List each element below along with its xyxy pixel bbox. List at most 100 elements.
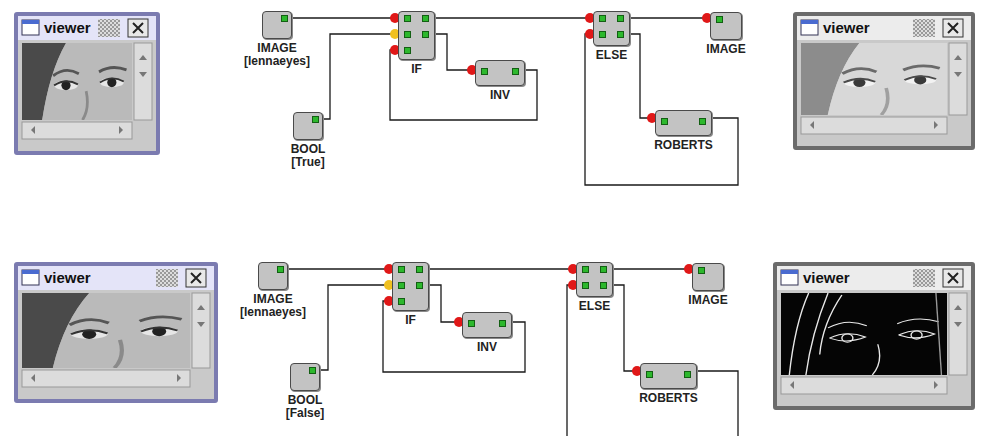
port-square bbox=[312, 116, 319, 123]
module-box: ROBERTS bbox=[640, 363, 697, 389]
port-square bbox=[512, 68, 519, 75]
module-label: IF bbox=[405, 314, 416, 327]
wire-connector bbox=[613, 285, 640, 371]
rect-part bbox=[186, 269, 206, 287]
rect-part bbox=[134, 43, 152, 120]
port-square bbox=[661, 118, 668, 125]
module-box: ELSE bbox=[593, 11, 630, 46]
rect-part bbox=[913, 269, 935, 287]
path-part bbox=[191, 273, 201, 283]
rect-part bbox=[777, 266, 971, 290]
port-square bbox=[599, 31, 606, 38]
module-box: IF bbox=[392, 262, 429, 311]
rect-part bbox=[949, 293, 967, 375]
rect-part bbox=[781, 270, 798, 285]
path-part bbox=[177, 374, 181, 382]
module-box: ROBERTS bbox=[655, 110, 712, 136]
port-square bbox=[404, 31, 411, 38]
use-part bbox=[22, 43, 132, 120]
rect-part bbox=[22, 20, 39, 24]
wire-connector bbox=[292, 17, 398, 18]
path-part bbox=[197, 322, 205, 327]
port-square bbox=[617, 15, 624, 22]
wire-connector bbox=[613, 268, 692, 269]
viewer-window-art bbox=[18, 266, 214, 399]
module-label: IMAGE [lennaeyes] bbox=[231, 293, 315, 319]
path-part bbox=[790, 381, 794, 389]
port-square bbox=[499, 320, 506, 327]
port-square bbox=[617, 31, 624, 38]
module-box: IF bbox=[398, 11, 435, 60]
wire-connector bbox=[585, 34, 738, 185]
port-square bbox=[684, 371, 691, 378]
module-box: INV bbox=[475, 60, 525, 86]
path-part bbox=[934, 381, 938, 389]
viewer-window-art bbox=[777, 266, 971, 406]
rect-part bbox=[781, 270, 798, 274]
path-part bbox=[31, 374, 35, 382]
wire-connector bbox=[630, 34, 655, 118]
wire-connector bbox=[435, 34, 475, 70]
path-part bbox=[119, 126, 123, 134]
wire-connector bbox=[323, 34, 398, 119]
module-label: ELSE bbox=[596, 49, 627, 62]
path-part bbox=[954, 305, 962, 310]
port-square bbox=[600, 266, 607, 273]
port-square bbox=[398, 266, 405, 273]
rect-part bbox=[777, 290, 971, 406]
module-label: INV bbox=[477, 341, 497, 354]
rect-part bbox=[801, 117, 947, 134]
rect-part bbox=[18, 40, 156, 151]
rect-part bbox=[949, 43, 967, 115]
module-label: IMAGE bbox=[706, 43, 745, 56]
module-label: ROBERTS bbox=[654, 139, 713, 152]
port-square bbox=[309, 367, 316, 374]
window-title: viewer bbox=[823, 16, 870, 40]
rect-part bbox=[192, 293, 210, 368]
viewer-window-art bbox=[18, 16, 156, 151]
module-box: BOOL [True] bbox=[293, 112, 323, 140]
wire-connector bbox=[390, 50, 537, 120]
rect-part bbox=[913, 19, 935, 37]
rect-part bbox=[22, 270, 39, 285]
rect-part bbox=[18, 290, 214, 399]
port-square bbox=[416, 282, 423, 289]
rect-part bbox=[98, 19, 120, 37]
path-part bbox=[31, 126, 35, 134]
use-part bbox=[22, 293, 190, 368]
viewer-window: viewer bbox=[14, 12, 160, 155]
rect-part bbox=[22, 370, 190, 387]
path-part bbox=[954, 322, 962, 327]
rect-part bbox=[781, 377, 947, 394]
viewer-window-art bbox=[797, 16, 971, 146]
use-part bbox=[781, 293, 947, 375]
port-square bbox=[281, 15, 288, 22]
wire-connector bbox=[435, 17, 593, 18]
module-label: BOOL [True] bbox=[278, 143, 338, 169]
module-box: ELSE bbox=[576, 262, 613, 297]
rect-part bbox=[18, 266, 214, 290]
window-title: viewer bbox=[44, 266, 91, 290]
port-square bbox=[404, 47, 411, 54]
wire-connector bbox=[429, 285, 462, 322]
port-square bbox=[481, 68, 488, 75]
wire-connector bbox=[320, 285, 392, 370]
module-label: INV bbox=[490, 89, 510, 102]
port-square bbox=[646, 371, 653, 378]
port-square bbox=[398, 298, 405, 305]
rect-part bbox=[943, 269, 963, 287]
module-label: IMAGE [lennaeyes] bbox=[235, 42, 319, 68]
port-square bbox=[398, 282, 405, 289]
window-title: viewer bbox=[803, 266, 850, 290]
rect-part bbox=[943, 19, 963, 37]
port-square bbox=[600, 282, 607, 289]
rect-part bbox=[18, 16, 156, 40]
port-square bbox=[582, 266, 589, 273]
module-box: INV bbox=[462, 312, 512, 338]
module-box: IMAGE [lennaeyes] bbox=[262, 11, 292, 39]
window-title: viewer bbox=[44, 16, 91, 40]
port-square bbox=[599, 15, 606, 22]
rect-part bbox=[22, 20, 39, 35]
port-square bbox=[404, 15, 411, 22]
